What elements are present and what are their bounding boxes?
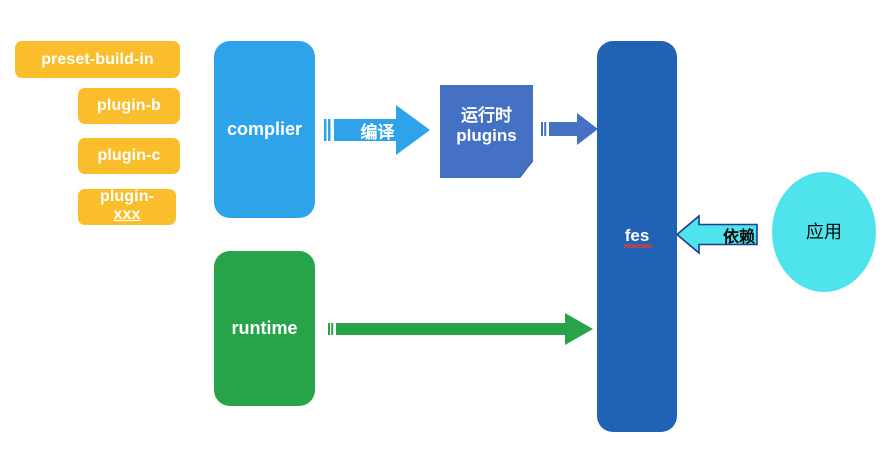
node-complier[interactable]: complier (214, 41, 315, 218)
node-complier-label: complier (226, 119, 303, 140)
arrow-runtime-to-fes-shape (328, 313, 593, 345)
node-fes-label: fes (623, 226, 652, 249)
plugin-chip-label: preset-build-in (41, 50, 154, 68)
node-runtime-label: runtime (231, 318, 298, 339)
arrow-depends-shape (676, 214, 758, 255)
plugin-chip-label: plugin- xxx (100, 188, 154, 223)
arrow-runtime-to-fes (328, 311, 594, 347)
plugin-chip-label: plugin-c (97, 147, 161, 165)
document-fold-corner-icon (519, 160, 533, 178)
node-runtime-plugins-line2: plugins (456, 125, 517, 145)
arrow-compile-shape (324, 105, 430, 155)
arrow-plugins-to-fes (541, 111, 599, 147)
plugin-chip-label-line1: plugin- (99, 188, 154, 206)
node-runtime-plugins-text: 运行时 plugins (456, 106, 516, 144)
plugin-chip-label: plugin-b (97, 97, 161, 115)
node-application[interactable]: 应用 (772, 172, 876, 292)
node-runtime-plugins-line1: 运行时 (460, 106, 512, 126)
arrow-depends: 依赖 (676, 211, 758, 258)
node-runtime-plugins[interactable]: 运行时 plugins (440, 85, 533, 178)
node-application-label: 应用 (806, 221, 842, 242)
node-fes[interactable]: fes (597, 41, 677, 432)
plugin-chip-plugin-b[interactable]: plugin-b (78, 88, 180, 124)
plugin-chip-preset-build-in[interactable]: preset-build-in (15, 41, 180, 78)
node-runtime[interactable]: runtime (214, 251, 315, 406)
arrow-compile: 编译 (324, 101, 431, 159)
plugin-chip-plugin-c[interactable]: plugin-c (78, 138, 180, 174)
plugin-chip-label-line2: xxx (113, 206, 141, 223)
plugin-chip-plugin-xxx[interactable]: plugin- xxx (78, 188, 176, 225)
arrow-plugins-to-fes-shape (541, 113, 598, 145)
